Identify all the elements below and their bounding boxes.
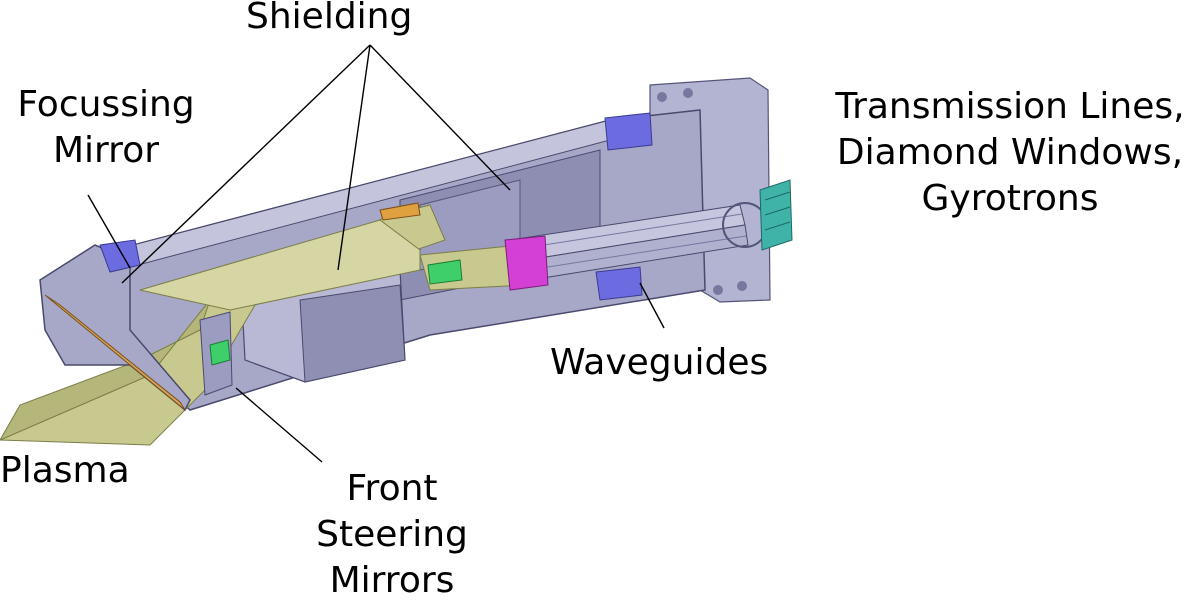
- focussing-mirror-line-2: Mirror: [52, 130, 160, 171]
- front-end: [39, 239, 233, 412]
- waveguides-label: Waveguides: [550, 342, 769, 383]
- front-steering-line-3: Mirrors: [329, 560, 455, 601]
- front-steering-line-1: Front: [346, 468, 438, 509]
- component-accents: [379, 112, 793, 301]
- transmission-line-1: Transmission Lines,: [835, 86, 1185, 127]
- front-steering-mirrors-label: Front Steering Mirrors: [292, 466, 492, 604]
- focussing-mirror-label: Focussing Mirror: [6, 82, 206, 174]
- plasma-label: Plasma: [0, 450, 130, 491]
- transmission-label: Transmission Lines, Diamond Windows, Gyr…: [810, 84, 1200, 222]
- transmission-line-3: Gyrotrons: [921, 178, 1099, 219]
- transmission-line-2: Diamond Windows,: [836, 132, 1184, 173]
- leader-lines: [87, 44, 665, 463]
- front-steering-line-2: Steering: [316, 514, 468, 555]
- shielding-label: Shielding: [246, 0, 413, 37]
- focussing-mirror-line-1: Focussing: [17, 84, 195, 125]
